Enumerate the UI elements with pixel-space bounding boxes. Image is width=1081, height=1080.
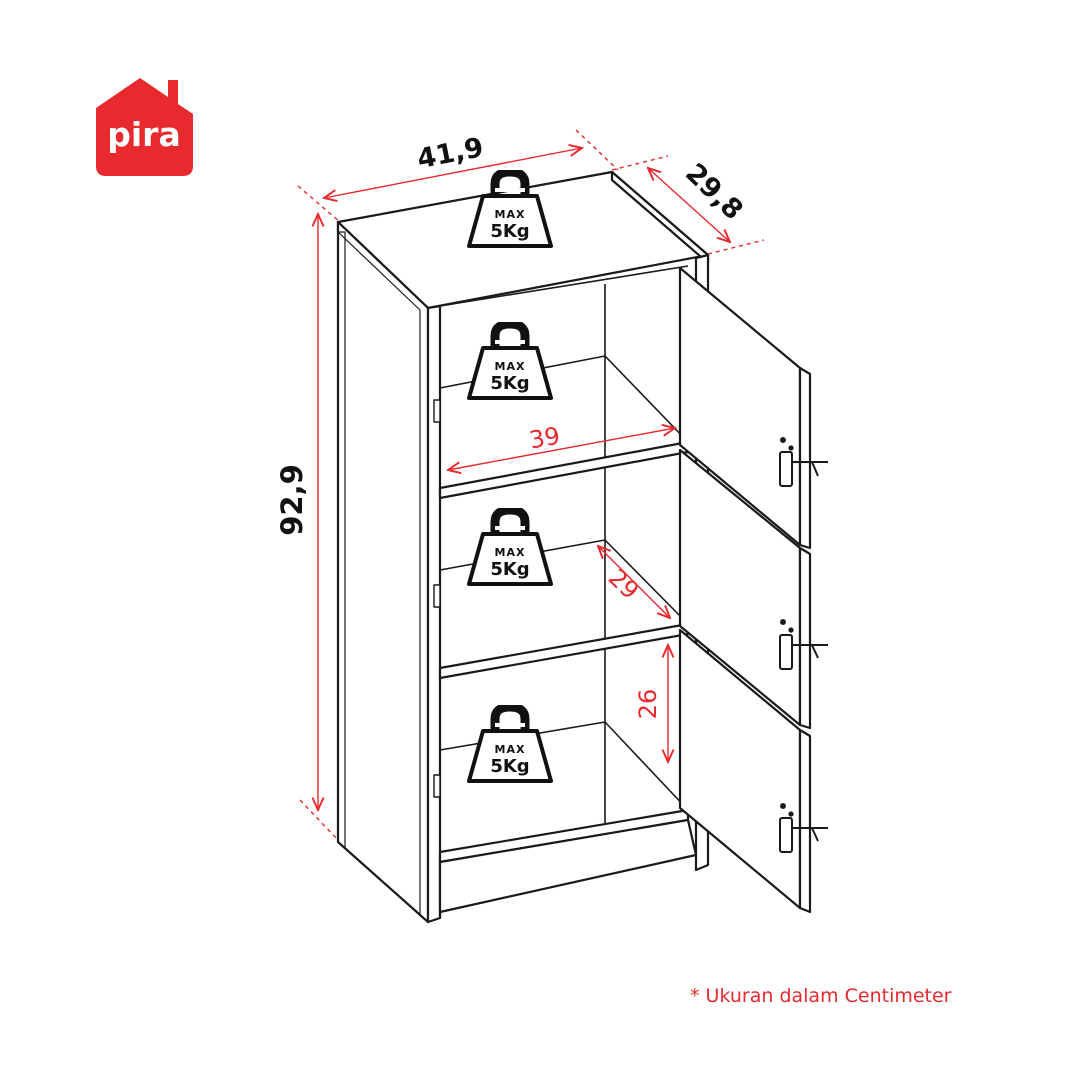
cabinet-doors (678, 266, 812, 914)
dimension-inner-height-label: 26 (634, 689, 662, 720)
door-handle-2 (779, 619, 828, 670)
door-handle-3 (779, 803, 828, 853)
svg-text:5Kg: 5Kg (490, 559, 529, 580)
svg-text:5Kg: 5Kg (490, 373, 529, 394)
dimension-height-label: 92,9 (275, 464, 309, 536)
weight-icon-shelf-3: MAX 5Kg (469, 707, 551, 781)
weight-icon-top: MAX 5Kg (469, 172, 551, 246)
pira-logo: pira (96, 78, 193, 176)
svg-text:MAX: MAX (495, 546, 526, 559)
svg-text:5Kg: 5Kg (490, 756, 529, 777)
svg-text:MAX: MAX (495, 743, 526, 756)
svg-text:MAX: MAX (495, 208, 526, 221)
svg-text:MAX: MAX (495, 360, 526, 373)
weight-icon-shelf-1: MAX 5Kg (469, 324, 551, 398)
units-note: * Ukuran dalam Centimeter (690, 985, 952, 1007)
logo-text: pira (107, 115, 180, 154)
dimension-depth-label: 29,8 (679, 158, 748, 227)
door-handle-1 (779, 437, 828, 487)
svg-text:5Kg: 5Kg (490, 221, 529, 242)
weight-icon-shelf-2: MAX 5Kg (469, 510, 551, 584)
door-handles (779, 437, 828, 853)
dimension-inner-depth-label: 29 (603, 564, 644, 605)
dimension-lines (297, 129, 765, 841)
dimension-inner-width-label: 39 (527, 422, 562, 455)
